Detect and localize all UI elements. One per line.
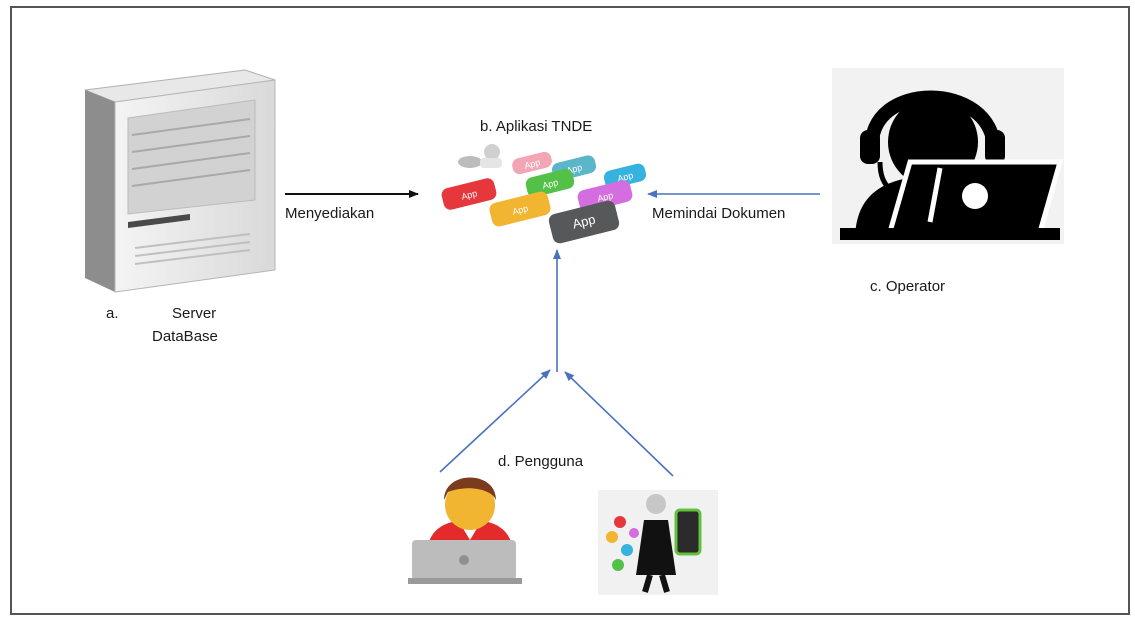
app-tile: App [512,151,552,175]
app-tile: App [548,200,620,244]
server-label-line1: Server [172,305,217,322]
user-phone-icon [598,490,718,595]
edge-user2-to-merge [564,371,674,477]
app-tile-label: App [571,211,597,231]
user-title: d. Pengguna [498,453,584,470]
server-icon [84,69,276,293]
app-tile-shape [489,191,551,227]
app-tile-label: App [511,203,529,217]
operator-headset-icon [832,68,1064,244]
app-tile-shape [577,180,633,212]
app-tile: App [525,168,575,198]
user-laptop-icon [408,477,522,584]
app-tile-label: App [616,170,634,184]
app-tile-shape [512,151,552,175]
app-tile-label: App [460,188,478,202]
diagram-frame [10,6,1130,615]
app-tile: App [577,180,633,212]
app-tile-label: App [596,190,614,204]
edge-user1-to-merge [439,369,551,473]
app-title: b. Aplikasi TNDE [480,118,593,135]
app-tile-shape [441,178,497,210]
server-label-marker: a. [106,305,119,322]
edge-label-provide: Menyediakan [285,205,375,222]
app-tile-label: App [541,177,559,191]
operator-title: c. Operator [870,278,946,295]
app-tile: App [441,178,497,210]
server-label-line2: DataBase [152,328,218,345]
edge-label-scan: Memindai Dokumen [652,205,786,222]
person-figure-icon [458,144,502,168]
app-tile-shape [525,168,575,198]
app-tile-label: App [523,157,541,171]
app-tile-shape [548,200,620,244]
app-tile: App [489,191,551,227]
app-tile-shape [603,163,647,189]
app-tile: App [603,163,647,189]
